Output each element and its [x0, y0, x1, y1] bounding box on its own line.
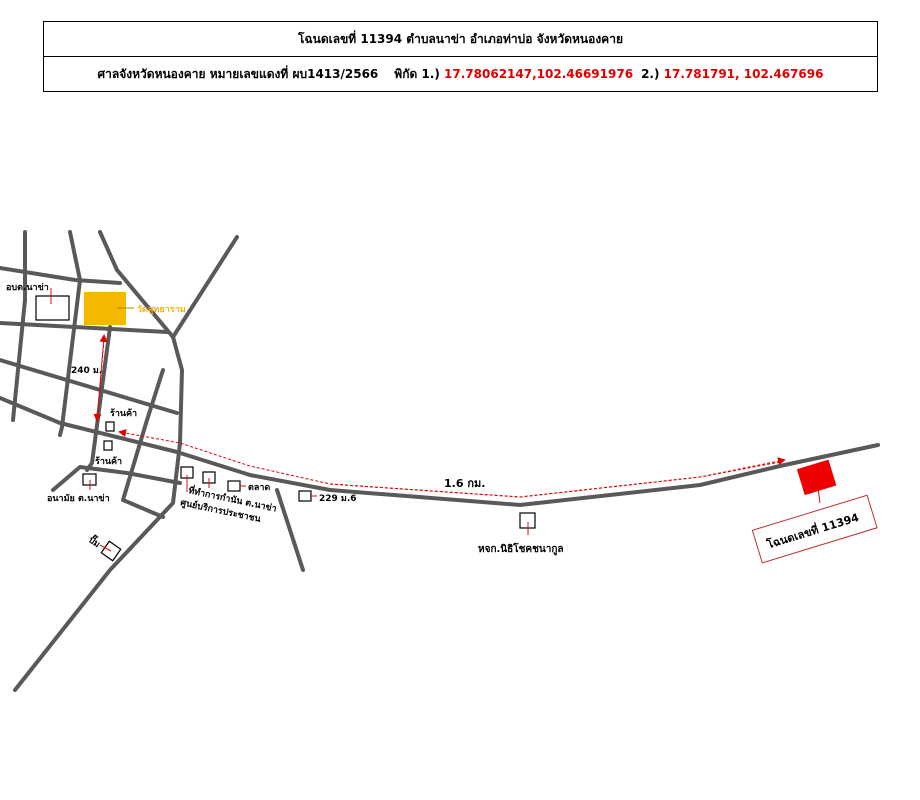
- sao-label: อบต.นาข่า: [6, 282, 49, 293]
- header-table: โฉนดเลขที่ 11394 ตำบลนาข่า อำเภอท่าบ่อ จ…: [43, 21, 878, 92]
- title-row: โฉนดเลขที่ 11394 ตำบลนาข่า อำเภอท่าบ่อ จ…: [44, 22, 877, 56]
- road: [171, 235, 239, 339]
- info-row: ศาลจังหวัดหนองคาย หมายเลขแดงที่ ผบ1413/2…: [44, 56, 877, 91]
- target-label-box: โฉนดเลขที่ 11394: [751, 494, 878, 564]
- roads: [0, 230, 880, 692]
- road: [0, 321, 169, 334]
- deed-title: โฉนดเลขที่ 11394 ตำบลนาข่า อำเภอท่าบ่อ จ…: [298, 31, 623, 46]
- dist-16-label: 1.6 กม.: [444, 477, 485, 490]
- shop1-label: ร้านค้า: [110, 408, 137, 419]
- road: [51, 465, 182, 492]
- coord2: 17.781791, 102.467696: [663, 67, 824, 81]
- shop2-label: ร้านค้า: [95, 456, 122, 467]
- route-16km-forward: [329, 457, 786, 498]
- route-240m-up: [96, 334, 108, 421]
- court-case: ศาลจังหวัดหนองคาย หมายเลขแดงที่ ผบ1413/2…: [97, 66, 379, 81]
- road: [58, 230, 82, 437]
- coord2-prefix: 2.): [641, 67, 660, 81]
- shop2-marker: [103, 440, 113, 451]
- road: [121, 368, 165, 519]
- road: [0, 266, 122, 285]
- coord1-prefix: 1.): [421, 67, 440, 81]
- pump-label: ปั๊ม: [86, 533, 103, 550]
- house229-marker: [298, 490, 312, 502]
- market-label: ตลาด: [248, 483, 270, 493]
- shop1-marker: [105, 421, 115, 432]
- road: [0, 358, 179, 415]
- route-lines: [93, 334, 786, 498]
- company-label: หจก.นิธิโชคชนากูล: [478, 542, 564, 556]
- dist-240-label: 240 ม.: [71, 366, 102, 376]
- road: [275, 488, 305, 572]
- road: [11, 230, 27, 422]
- main-road: [0, 396, 880, 507]
- target-parcel-marker: [796, 459, 837, 496]
- coords-label: พิกัด: [394, 66, 418, 81]
- sao-building: [35, 295, 70, 321]
- health-label: อนามัย ต.นาข่า: [47, 493, 110, 504]
- temple-label: วัดสุทธาราม: [137, 304, 186, 315]
- coord1: 17.78062147,102.46691976: [444, 67, 634, 81]
- market-marker: [227, 480, 241, 492]
- house229-label: 229 ม.6: [319, 494, 357, 504]
- road: [13, 230, 184, 692]
